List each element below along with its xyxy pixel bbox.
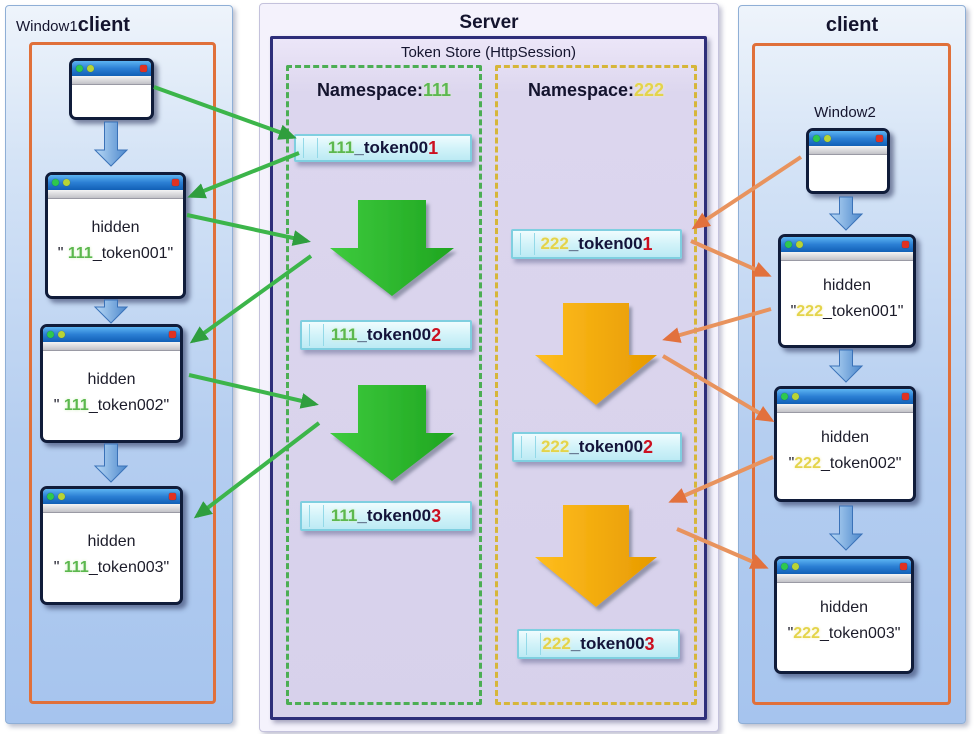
- left-initial-window-titlebar: [72, 61, 151, 76]
- window-close-icon: [169, 493, 176, 500]
- hidden-field-label: hidden: [87, 371, 136, 388]
- titlebar: [777, 559, 911, 574]
- namespace-222-box: Namespace:222: [495, 65, 697, 705]
- left-page-token003: hidden " 111_token003": [40, 486, 183, 605]
- window-close-icon: [900, 563, 907, 570]
- window-close-icon: [172, 179, 179, 186]
- namespace-222-label: Namespace:222: [527, 80, 665, 100]
- window-dot-green-icon: [781, 393, 788, 400]
- toolbar: [777, 404, 913, 413]
- toolbar: [781, 252, 913, 261]
- window-dot-yellow-icon: [58, 493, 65, 500]
- toolbar: [48, 190, 183, 199]
- window-dot-yellow-icon: [796, 241, 803, 248]
- window-dot-green-icon: [76, 65, 83, 72]
- window-dot-green-icon: [781, 563, 788, 570]
- left-panel-title: Window1client: [16, 14, 130, 37]
- hidden-field-label: hidden: [87, 533, 136, 550]
- toolbar: [777, 574, 911, 583]
- right-client-label: client: [825, 14, 879, 36]
- window-close-icon: [169, 331, 176, 338]
- right-initial-window: [806, 128, 890, 194]
- right-page-token003: hidden "222_token003": [774, 556, 914, 674]
- window-close-icon: [876, 135, 883, 142]
- window-dot-green-icon: [785, 241, 792, 248]
- hidden-field-label: hidden: [820, 429, 870, 446]
- left-initial-window: [69, 58, 154, 120]
- token-store: Token Store (HttpSession) Namespace:111 …: [270, 36, 707, 720]
- server-panel: Server Token Store (HttpSession) Namespa…: [259, 3, 719, 732]
- namespace-111-label: Namespace:111: [316, 80, 452, 100]
- toolbar: [43, 504, 180, 513]
- window-dot-yellow-icon: [792, 563, 799, 570]
- left-page-token002: hidden " 111_token002": [40, 324, 183, 443]
- window-close-icon: [902, 393, 909, 400]
- window1-label: Window1: [16, 18, 78, 35]
- left-initial-window-toolbar: [72, 76, 151, 85]
- hidden-field-label: hidden: [822, 277, 872, 294]
- toolbar: [43, 342, 180, 351]
- hidden-field-value: "222_token003": [787, 625, 901, 642]
- left-client-boundary: [29, 42, 216, 704]
- titlebar: [809, 131, 887, 146]
- token-store-label: Token Store (HttpSession): [400, 44, 577, 61]
- hidden-field-label: hidden: [91, 219, 140, 236]
- hidden-field-value: "222_token002": [788, 455, 902, 472]
- right-page-token001: hidden "222_token001": [778, 234, 916, 348]
- window-close-icon: [902, 241, 909, 248]
- right-client-panel: client Window2 hidden "222_token001": [738, 5, 966, 724]
- hidden-field-value: " 111_token003": [53, 559, 170, 576]
- left-page-token001-body: hidden " 111_token001": [48, 199, 183, 267]
- window-dot-green-icon: [813, 135, 820, 142]
- right-page-token002-body: hidden "222_token002": [777, 413, 913, 477]
- right-page-token002: hidden "222_token002": [774, 386, 916, 502]
- server-title: Server: [459, 12, 519, 33]
- hidden-field-value: " 111_token001": [57, 245, 174, 262]
- left-client-panel: Window1client hidden " 111_token001": [5, 5, 233, 724]
- titlebar: [43, 489, 180, 504]
- left-page-token003-body: hidden " 111_token003": [43, 513, 180, 581]
- titlebar: [48, 175, 183, 190]
- window-close-icon: [140, 65, 147, 72]
- titlebar: [43, 327, 180, 342]
- left-page-token002-body: hidden " 111_token002": [43, 351, 180, 419]
- window-dot-green-icon: [52, 179, 59, 186]
- window-dot-yellow-icon: [87, 65, 94, 72]
- window2-label: Window2: [814, 104, 876, 121]
- window-dot-green-icon: [47, 493, 54, 500]
- left-page-token001: hidden " 111_token001": [45, 172, 186, 299]
- titlebar: [781, 237, 913, 252]
- window-dot-yellow-icon: [63, 179, 70, 186]
- toolbar: [809, 146, 887, 155]
- hidden-field-value: " 111_token002": [53, 397, 170, 414]
- window-dot-yellow-icon: [824, 135, 831, 142]
- hidden-field-value: "222_token001": [790, 303, 904, 320]
- window-dot-green-icon: [47, 331, 54, 338]
- hidden-field-label: hidden: [819, 599, 869, 616]
- titlebar: [777, 389, 913, 404]
- right-page-token001-body: hidden "222_token001": [781, 261, 913, 325]
- left-client-label: client: [77, 14, 130, 36]
- right-page-token003-body: hidden "222_token003": [777, 583, 911, 647]
- window-dot-yellow-icon: [58, 331, 65, 338]
- window-dot-yellow-icon: [792, 393, 799, 400]
